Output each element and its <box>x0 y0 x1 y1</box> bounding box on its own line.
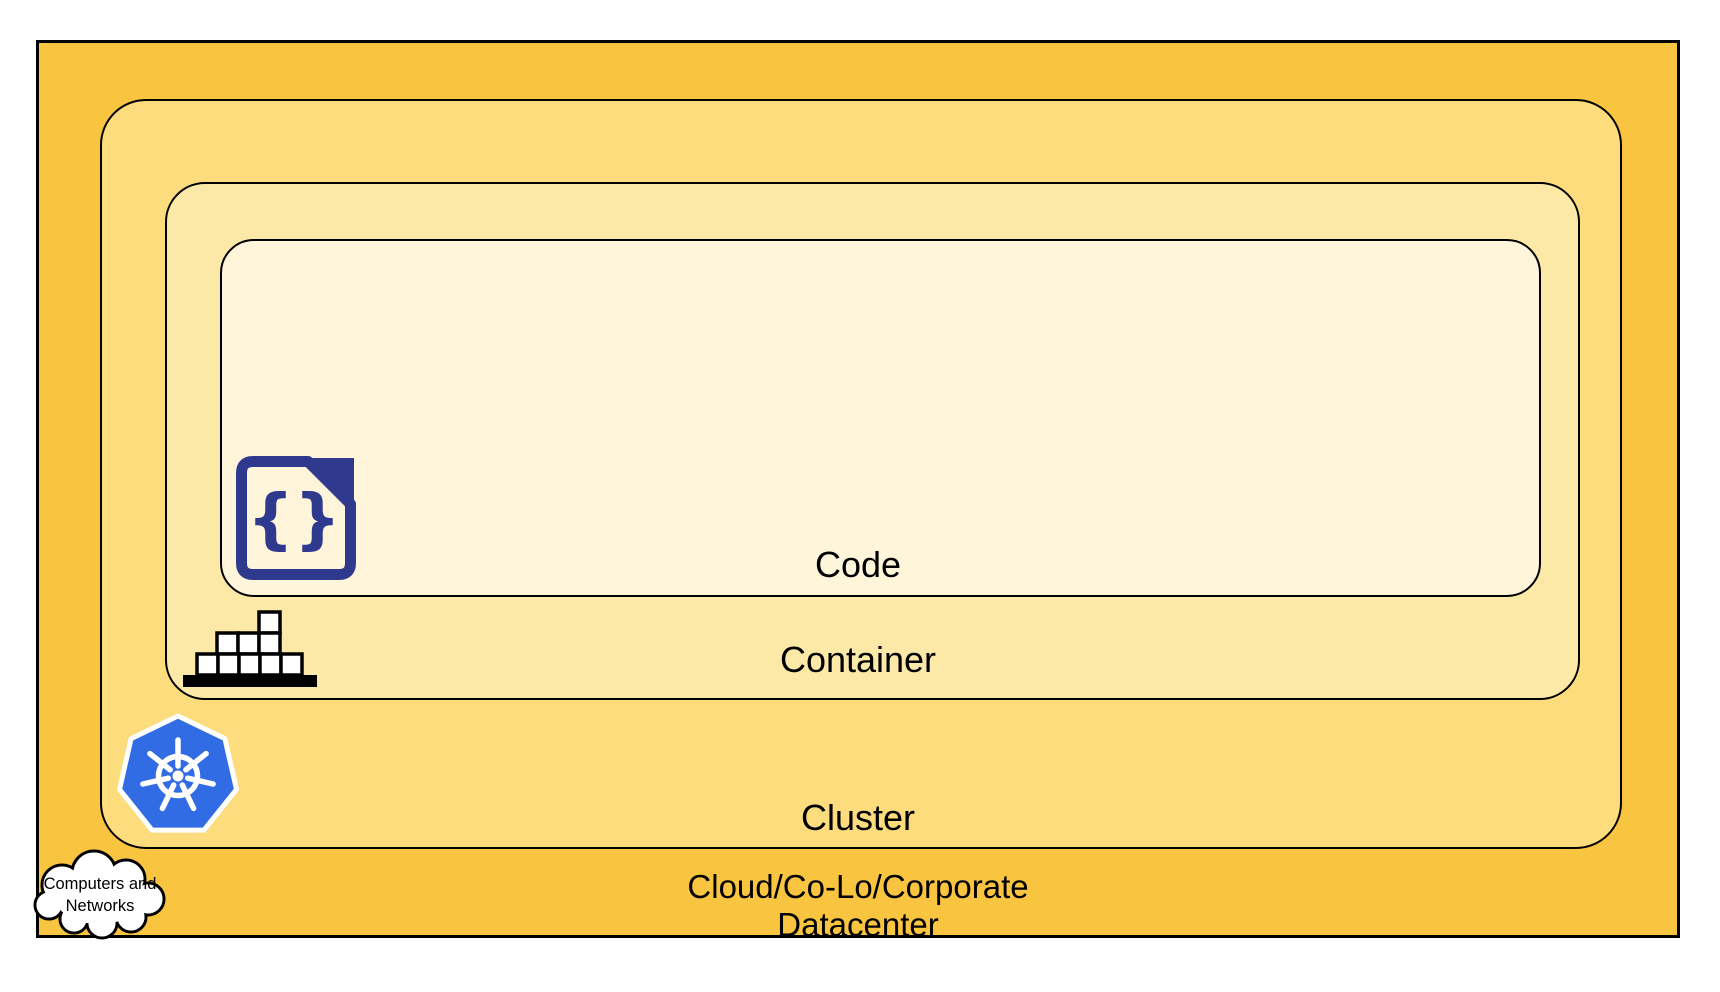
layer-box-code <box>220 239 1541 597</box>
label-cluster: Cluster <box>800 797 916 838</box>
container-blocks-icon <box>183 610 317 687</box>
cloud-shape <box>33 849 166 940</box>
code-file-icon: {} <box>236 456 356 580</box>
label-datacenter-line2: Datacenter <box>777 906 939 943</box>
braces-glyph: {} <box>247 480 341 557</box>
cloud-text-line1: Computers and <box>44 875 157 893</box>
label-container: Container <box>779 639 937 680</box>
cloud-text-line2: Networks <box>66 897 135 915</box>
helm-wheel-hub <box>172 770 184 782</box>
folded-corner <box>308 458 354 504</box>
label-datacenter-line1: Cloud/Co-Lo/Corporate <box>687 868 1029 905</box>
cloud-computers-networks: Computers and Networks <box>33 849 166 940</box>
kubernetes-icon <box>117 713 239 833</box>
label-datacenter: Cloud/Co-Lo/Corporate Datacenter <box>36 868 1680 944</box>
container-base-bar <box>183 675 317 687</box>
label-code: Code <box>814 544 902 585</box>
helm-wheel-spokes <box>140 737 216 812</box>
